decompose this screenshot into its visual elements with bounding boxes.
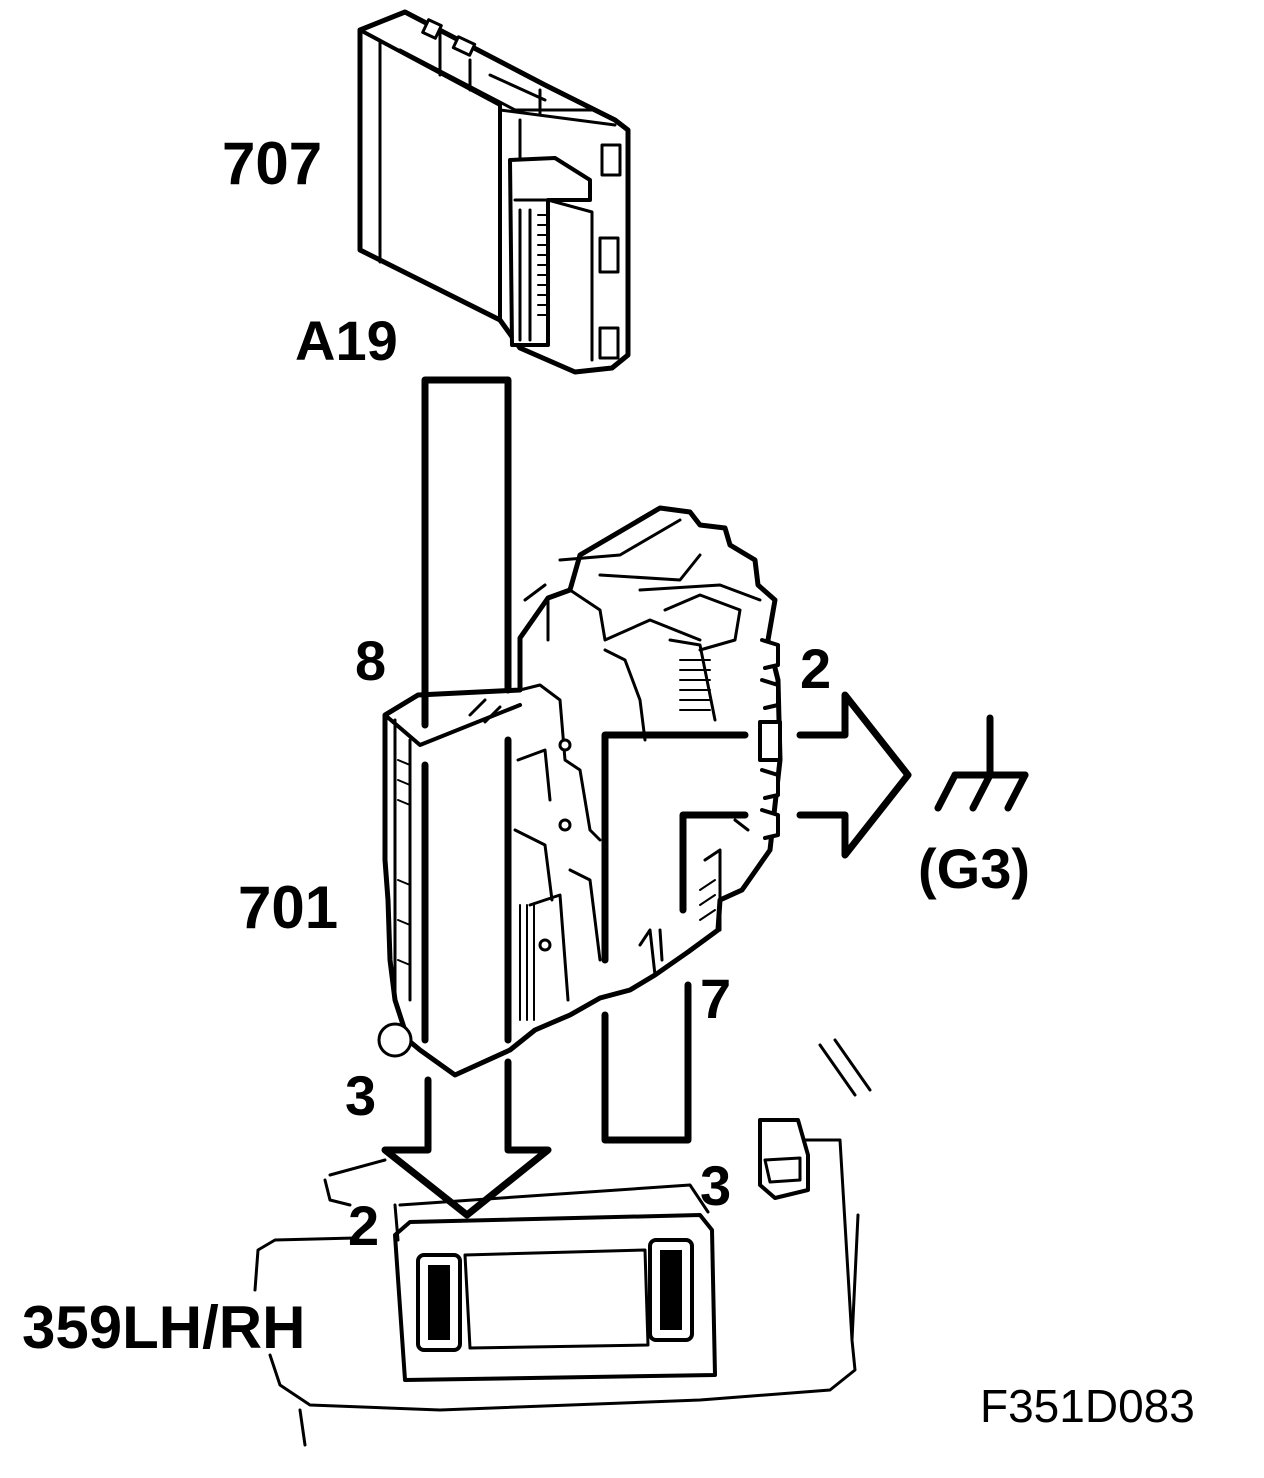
lamp-359 — [253, 1038, 872, 1447]
wiring-paths — [381, 376, 912, 1219]
label-pin-3-right: 3 — [700, 1154, 731, 1217]
label-pin-8: 8 — [355, 629, 386, 692]
figure-code: F351D083 — [980, 1380, 1195, 1432]
module-707 — [357, 9, 631, 375]
label-707: 707 — [222, 130, 322, 197]
label-pin-3-left: 3 — [345, 1064, 376, 1127]
label-701: 701 — [238, 874, 338, 941]
label-pin-2-bottom: 2 — [348, 1194, 379, 1257]
label-g3: (G3) — [918, 837, 1030, 900]
label-pin-7: 7 — [700, 967, 731, 1030]
label-359: 359LH/RH — [22, 1294, 305, 1361]
unit-701 — [377, 505, 783, 1078]
label-a19: A19 — [295, 309, 398, 372]
ground-icon — [934, 714, 1029, 812]
label-pin-2-ground: 2 — [800, 637, 831, 700]
